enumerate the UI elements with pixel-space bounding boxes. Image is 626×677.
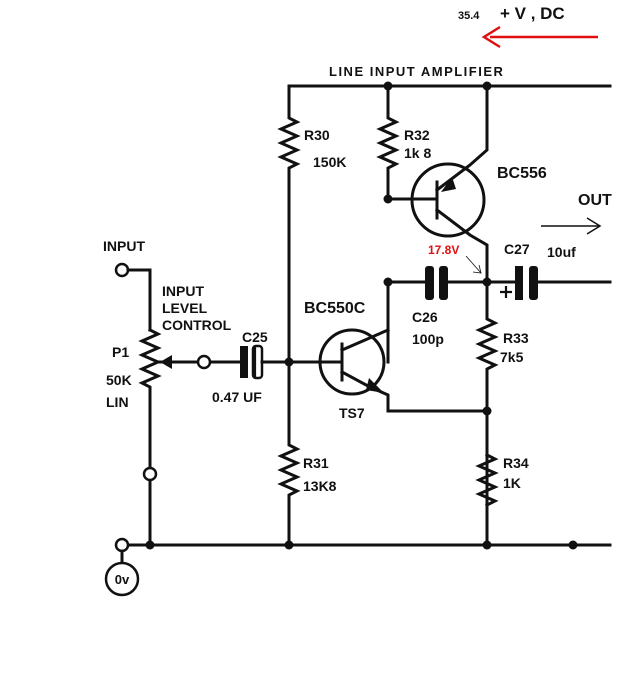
junction-dot [568,540,578,550]
test-point [196,354,212,370]
r30-resistor [277,84,301,364]
c25-value: 0.47 UF [212,389,262,405]
test-point-arrow [465,255,482,274]
output-label: OUT [578,192,612,209]
r32-value: 1k 8 [404,145,431,161]
test-point [142,466,158,482]
p1-value: 50K [106,372,132,388]
r31-resistor [277,360,301,547]
p1-label-line2: LEVEL [162,300,208,316]
supply-arrow [481,25,598,49]
q2-part-number: BC556 [497,165,547,182]
ground-symbol: 0v [104,561,140,597]
q2-pnp-transistor [386,84,489,284]
r30-ref: R30 [304,127,330,143]
r31-ref: R31 [303,455,329,471]
ground-terminal [114,537,130,553]
input-label: INPUT [103,238,145,254]
supply-voltage-value: 35.4 [458,10,480,22]
c26-ref: C26 [412,309,438,325]
input-terminal [114,262,130,278]
q1-part-number: BC550C [304,300,366,317]
ground-label: 0v [115,572,130,587]
p1-label-line1: INPUT [162,283,204,299]
r34-resistor [475,452,499,508]
p1-label-line3: CONTROL [162,317,232,333]
p1-wiper-arrow [160,355,172,369]
r30-value: 150K [313,154,346,170]
test-voltage: 17.8V [428,243,459,257]
r32-ref: R32 [404,127,430,143]
r34-value: 1K [503,475,521,491]
input-wire [126,268,152,332]
c27-capacitor [500,266,538,300]
junction-dot [145,540,155,550]
r33-value: 7k5 [500,349,524,365]
q1-npn-transistor [287,328,489,413]
r31-value: 13K8 [303,478,337,494]
circuit-title: LINE INPUT AMPLIFIER [329,64,504,79]
r33-ref: R33 [503,330,529,346]
c26-value: 100p [412,331,444,347]
c27-value: 10uf [547,244,576,260]
supply-voltage-label: + V , DC [500,4,565,23]
junction-dot [284,540,294,550]
output-arrow-icon [541,217,602,235]
junction-dot [482,540,492,550]
q1-ref: TS7 [339,405,365,421]
c26-capacitor [425,266,448,300]
c25-ref: C25 [242,329,268,345]
p1-potentiometer [138,327,162,547]
p1-type: LIN [106,394,129,410]
r34-ref: R34 [503,455,529,471]
p1-ref: P1 [112,344,129,360]
r33-resistor [475,280,499,547]
r32-resistor [376,84,400,202]
c27-ref: C27 [504,241,530,257]
c25-capacitor [240,344,264,380]
